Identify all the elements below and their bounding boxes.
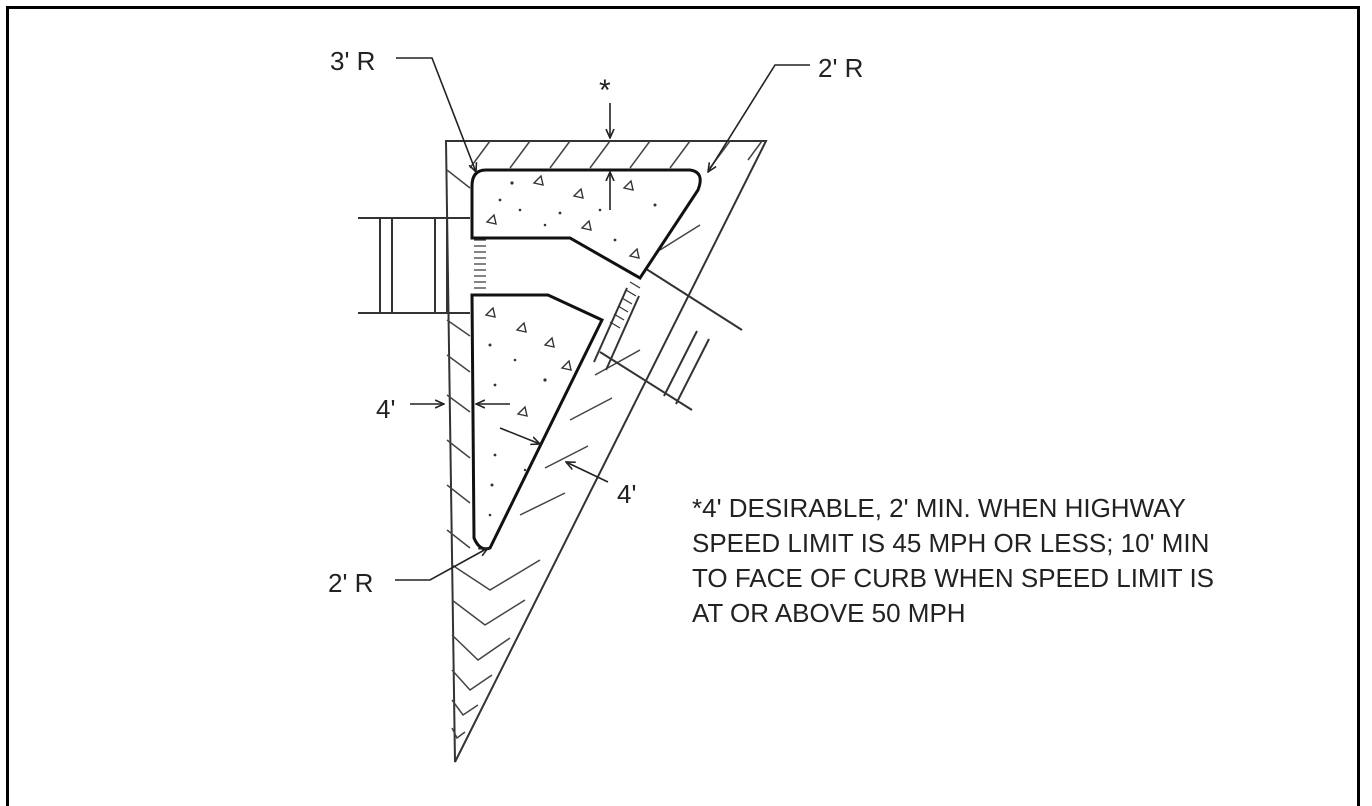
figure-frame (6, 6, 1360, 806)
top-left-radius-label: 3' R (330, 46, 375, 76)
diagonal-offset-label: 4' (617, 479, 636, 509)
note-line-3: TO FACE OF CURB WHEN SPEED LIMIT IS (692, 563, 1214, 593)
note-line-2: SPEED LIMIT IS 45 MPH OR LESS; 10' MIN (692, 528, 1209, 558)
crosswalk-right (593, 264, 743, 411)
note-line-1: *4' DESIRABLE, 2' MIN. WHEN HIGHWAY (692, 493, 1186, 523)
note-line-4: AT OR ABOVE 50 MPH (692, 598, 966, 628)
design-note: *4' DESIRABLE, 2' MIN. WHEN HIGHWAY SPEE… (692, 493, 1214, 628)
bottom-radius-label: 2' R (328, 568, 373, 598)
top-right-radius-label: 2' R (818, 53, 863, 83)
curb-ramp-strips (474, 239, 641, 329)
leader-lines (395, 57, 810, 581)
left-offset-label: 4' (376, 394, 395, 424)
crosswalk-left (358, 217, 470, 314)
asterisk-label: * (599, 74, 611, 107)
